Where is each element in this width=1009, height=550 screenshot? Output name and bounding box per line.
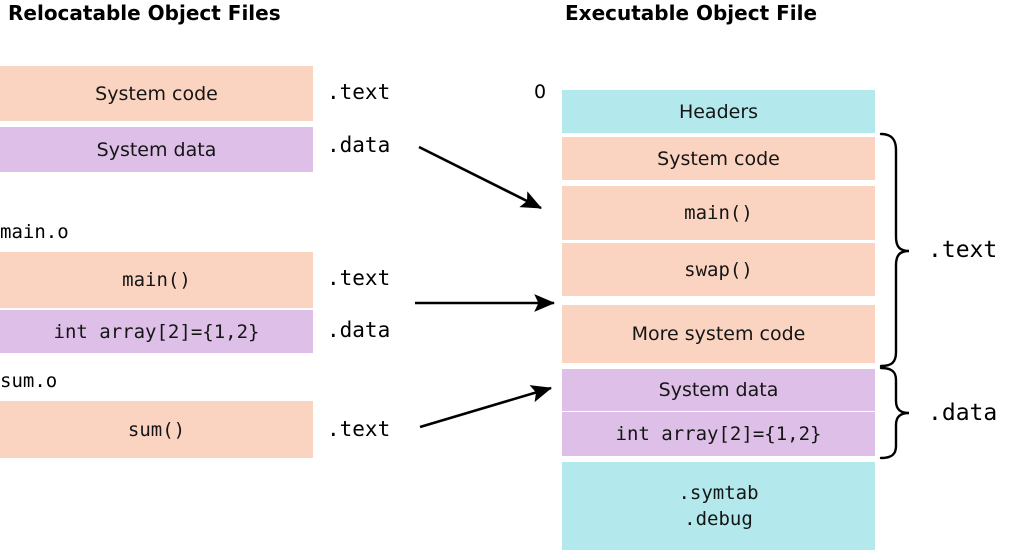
arrow-to-system-data xyxy=(419,385,552,429)
brace-text xyxy=(879,132,910,368)
section-label-main-text: .text xyxy=(327,266,391,290)
relocatable-block-sum-func: sum() xyxy=(0,401,313,458)
relocatable-block-main-array: int array[2]={1,2} xyxy=(0,310,313,353)
brace-label-text: .text xyxy=(928,237,998,263)
executable-block-array: int array[2]={1,2} xyxy=(562,412,875,456)
executable-block-system-data: System data xyxy=(562,369,875,411)
executable-block-symtab-debug: .symtab .debug xyxy=(562,462,875,550)
executable-block-swap-func: swap() xyxy=(562,243,875,296)
section-label-sum-text: .text xyxy=(327,417,391,441)
executable-block-more-system-code: More system code xyxy=(562,305,875,363)
address-zero-label: 0 xyxy=(534,81,547,103)
relocatable-block-system-data: System data xyxy=(0,127,313,172)
section-label-main-data: .data xyxy=(327,318,391,342)
relocatable-block-main-func: main() xyxy=(0,252,313,308)
page-title-relocatable: Relocatable Object Files xyxy=(8,1,281,25)
arrow-to-main-func xyxy=(418,145,542,210)
symtab-line: .symtab xyxy=(678,482,759,504)
debug-line: .debug xyxy=(684,508,753,530)
executable-block-system-code: System code xyxy=(562,137,875,180)
object-file-name-main-o: main.o xyxy=(0,221,69,243)
section-label-system-data: .data xyxy=(327,133,391,157)
executable-block-main-func: main() xyxy=(562,186,875,240)
executable-block-headers: Headers xyxy=(562,90,875,133)
brace-data xyxy=(879,366,910,460)
relocatable-block-system-code: System code xyxy=(0,66,313,121)
page-title-executable: Executable Object File xyxy=(565,1,818,25)
brace-label-data: .data xyxy=(928,400,998,426)
section-label-system-text: .text xyxy=(327,80,391,104)
object-file-name-sum-o: sum.o xyxy=(0,370,58,392)
